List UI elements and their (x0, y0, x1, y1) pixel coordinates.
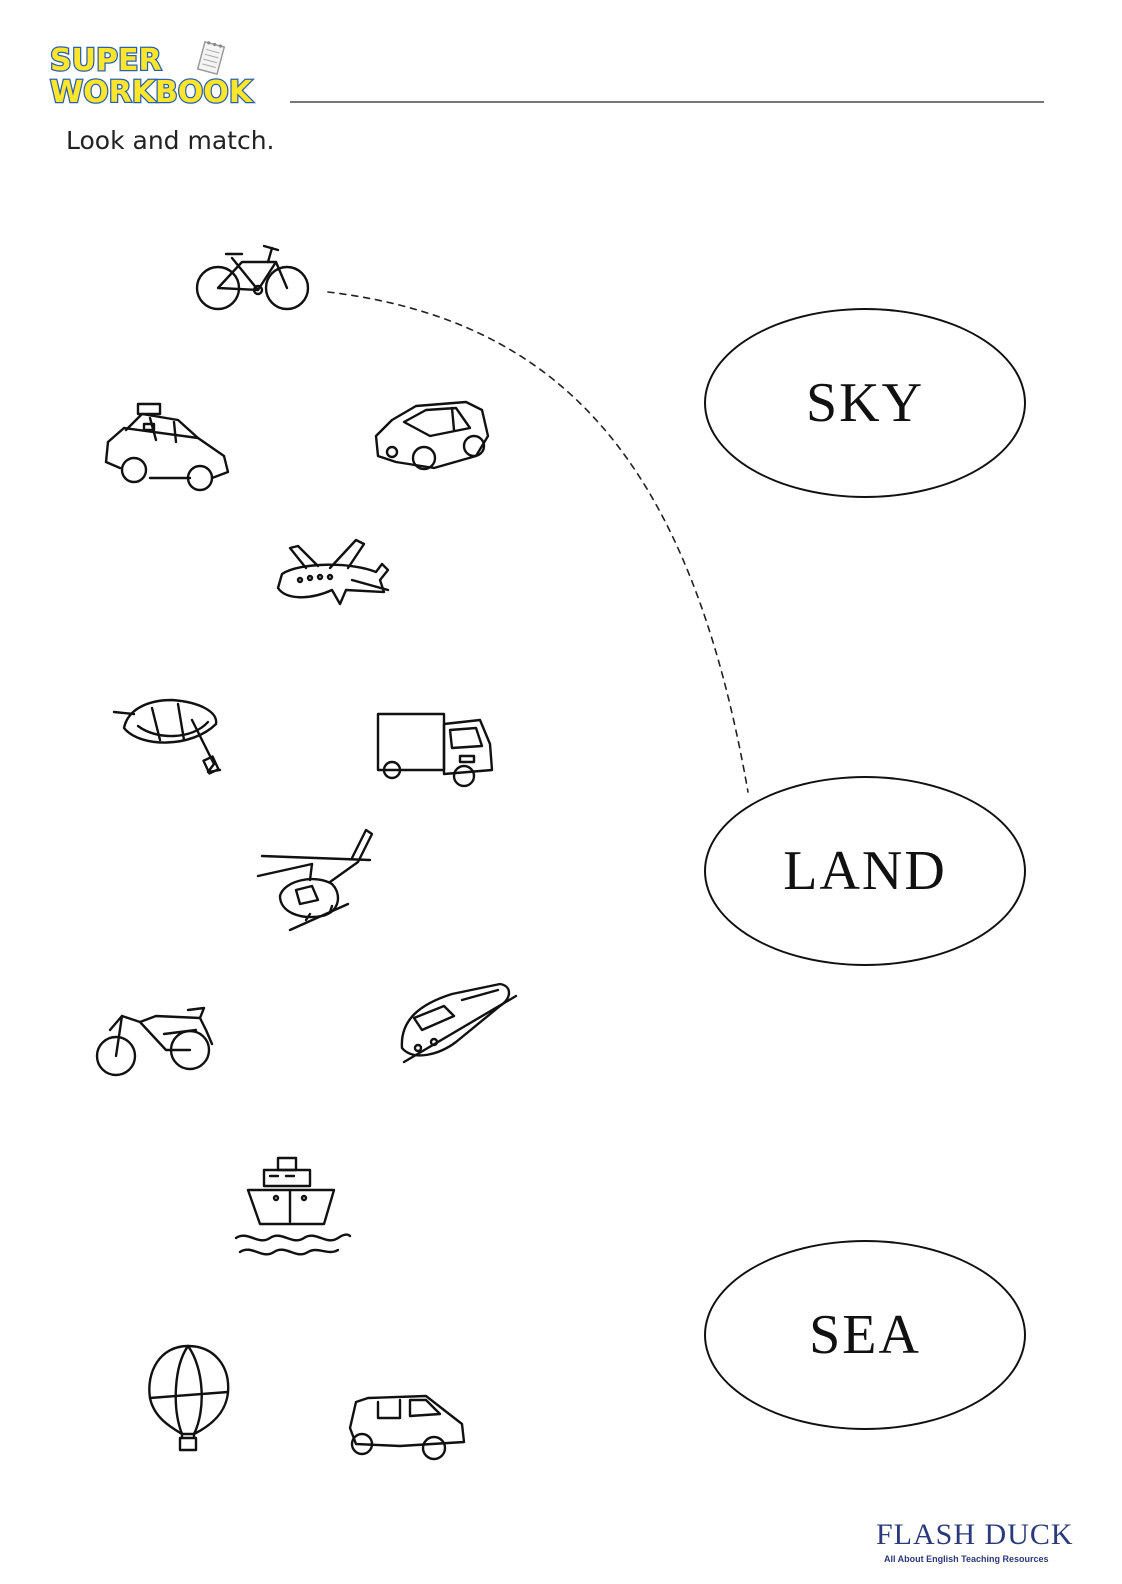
truck-icon[interactable] (376, 712, 494, 788)
airplane-icon[interactable] (276, 538, 390, 606)
logo-line-2: WORKBOOK (49, 75, 254, 110)
target-label: SKY (805, 372, 925, 434)
target-label: SEA (809, 1304, 921, 1366)
hot-air-balloon-icon[interactable] (148, 1344, 230, 1452)
helicopter-icon[interactable] (256, 828, 374, 932)
super-workbook-logo: SUPER WORKBOOK (46, 40, 286, 116)
target-sea[interactable]: SEA (704, 1240, 1026, 1430)
target-label: LAND (783, 840, 947, 902)
taxi-icon[interactable] (104, 402, 230, 492)
brand-name: FLASH DUCK (876, 1518, 1074, 1551)
rowboat-icon[interactable] (112, 698, 222, 775)
logo-line-1: SUPER (49, 43, 163, 78)
instruction-text: Look and match. (66, 126, 275, 155)
train-icon[interactable] (400, 982, 518, 1064)
van-icon[interactable] (348, 1394, 466, 1461)
car-icon[interactable] (374, 400, 490, 471)
bicycle-icon[interactable] (195, 244, 310, 311)
flash-duck-logo: FLASH DUCK All About English Teaching Re… (876, 1518, 1086, 1568)
target-sky[interactable]: SKY (704, 308, 1026, 498)
ship-icon[interactable] (234, 1156, 352, 1256)
motorcycle-icon[interactable] (95, 1006, 214, 1077)
header-rule (290, 101, 1044, 103)
target-land[interactable]: LAND (704, 776, 1026, 966)
notepad-icon (196, 40, 226, 76)
brand-tagline: All About English Teaching Resources (884, 1554, 1049, 1564)
match-line (327, 291, 749, 793)
